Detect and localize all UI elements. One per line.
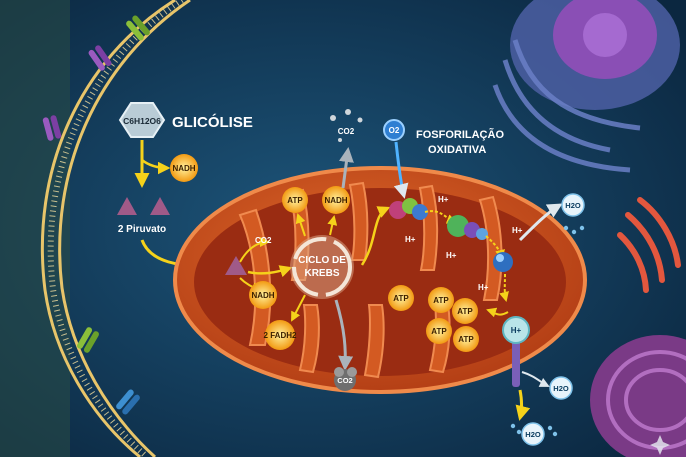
pyruvate-in-mito: [225, 256, 247, 275]
h-plus-1: H+: [405, 235, 416, 244]
water-molecule-bottom: [521, 422, 545, 446]
atp-badge-etc-1: ATP: [388, 285, 414, 311]
oxphos-title-line2: OXIDATIVA: [428, 144, 486, 156]
svg-text:NADH: NADH: [251, 291, 274, 300]
glucose-formula: C6H12O6: [123, 116, 161, 126]
co2-molecule-bottom: [334, 367, 357, 391]
membrane-protein-5: [116, 389, 140, 415]
h-plus-5: H+: [478, 283, 489, 292]
atp-badge-etc-4: ATP: [426, 318, 452, 344]
krebs-nadh-arrow: [327, 215, 338, 236]
membrane-protein-4: [77, 327, 99, 353]
water-out-arrow-top: [518, 203, 563, 242]
membrane-protein-3: [42, 115, 62, 141]
atp-badge-krebs: ATP: [282, 187, 308, 213]
synthase-down-arrow: [515, 389, 531, 421]
water-molecule-top: [561, 193, 585, 217]
h-plus-4: H+: [512, 226, 523, 235]
h-plus-3: H+: [446, 251, 457, 260]
svg-text:ATP: ATP: [287, 196, 303, 205]
co2-top-arrow: [338, 147, 354, 189]
water-molecule-right: [549, 376, 573, 400]
co2-bubbles-top: [330, 109, 363, 142]
svg-text:ATP: ATP: [458, 335, 474, 344]
glycolysis-nadh-arrow: [141, 159, 171, 175]
nucleus-organelle: [510, 0, 680, 110]
electron-flow-3: [499, 273, 509, 302]
h2o-label-top: H2O: [565, 201, 581, 210]
glucose-hexagon: [118, 102, 166, 138]
svg-text:ATP: ATP: [457, 307, 473, 316]
nadh-badge-krebs: NADH: [322, 186, 350, 214]
nadh-badge-glycolysis: NADH: [170, 154, 198, 182]
water-right-arrow: [521, 371, 550, 387]
to-krebs-arrow: [247, 265, 293, 278]
h-plus-synthase: H+: [511, 326, 522, 335]
svg-text:ATP: ATP: [393, 294, 409, 303]
krebs-line2: KREBS: [304, 268, 339, 279]
atp-badge-etc-5: ATP: [453, 326, 479, 352]
co2-label-bottom: CO2: [337, 376, 352, 385]
extracellular-region: [0, 0, 70, 457]
svg-text:ATP: ATP: [433, 296, 449, 305]
krebs-line1: CICLO DE: [298, 255, 346, 266]
svg-text:ATP: ATP: [431, 327, 447, 336]
etc-complex-2: [447, 215, 488, 240]
o2-molecule: [383, 119, 405, 141]
mitochondrion: [173, 166, 587, 394]
fadh2-badge-krebs: 2 FADH2: [264, 320, 297, 350]
pyruvate-co2-arrow: [239, 237, 270, 263]
endoplasmic-reticulum: [492, 39, 641, 173]
synthase-atp-arrow: [486, 307, 509, 318]
oxphos-title-line1: FOSFORILAÇÃO: [416, 128, 504, 141]
co2-label-pyruvate: CO2: [255, 236, 272, 245]
o2-arrow: [393, 141, 409, 199]
atp-synthase: [502, 316, 530, 387]
etc-complex-3: [493, 252, 513, 272]
krebs-atp-arrow: [295, 213, 306, 237]
water-drops-bottom: [510, 423, 558, 437]
svg-text:NADH: NADH: [324, 196, 347, 205]
pyruvate-triangles: [117, 197, 170, 215]
lower-right-organelle: [590, 335, 686, 457]
sparkle-icon: [650, 435, 670, 455]
o2-label: O2: [389, 126, 400, 135]
nadh-badge-pyruvate: NADH: [249, 281, 277, 309]
krebs-fadh2-arrow: [291, 294, 306, 322]
etc-complex-1: [389, 198, 428, 220]
glycolysis-title: GLICÓLISE: [172, 113, 253, 131]
krebs-cycle: [290, 235, 354, 299]
atp-badge-etc-2: ATP: [428, 287, 454, 313]
water-drops-top: [563, 225, 585, 235]
svg-text:2 FADH2: 2 FADH2: [264, 331, 297, 340]
membrane-protein-2: [88, 45, 112, 71]
pyruvate-label: 2 Piruvato: [118, 224, 166, 235]
svg-text:NADH: NADH: [172, 164, 195, 173]
golgi-apparatus: [617, 197, 681, 293]
nadh-to-etc-arrow: [360, 206, 391, 266]
h-plus-2: H+: [438, 195, 449, 204]
h2o-label-bottom: H2O: [525, 430, 541, 439]
h2o-label-right: H2O: [553, 384, 569, 393]
membrane-protein-1: [126, 15, 150, 41]
co2-label-top: CO2: [338, 127, 355, 136]
co2-bottom-arrow: [334, 299, 354, 371]
atp-badge-etc-3: ATP: [452, 298, 478, 324]
